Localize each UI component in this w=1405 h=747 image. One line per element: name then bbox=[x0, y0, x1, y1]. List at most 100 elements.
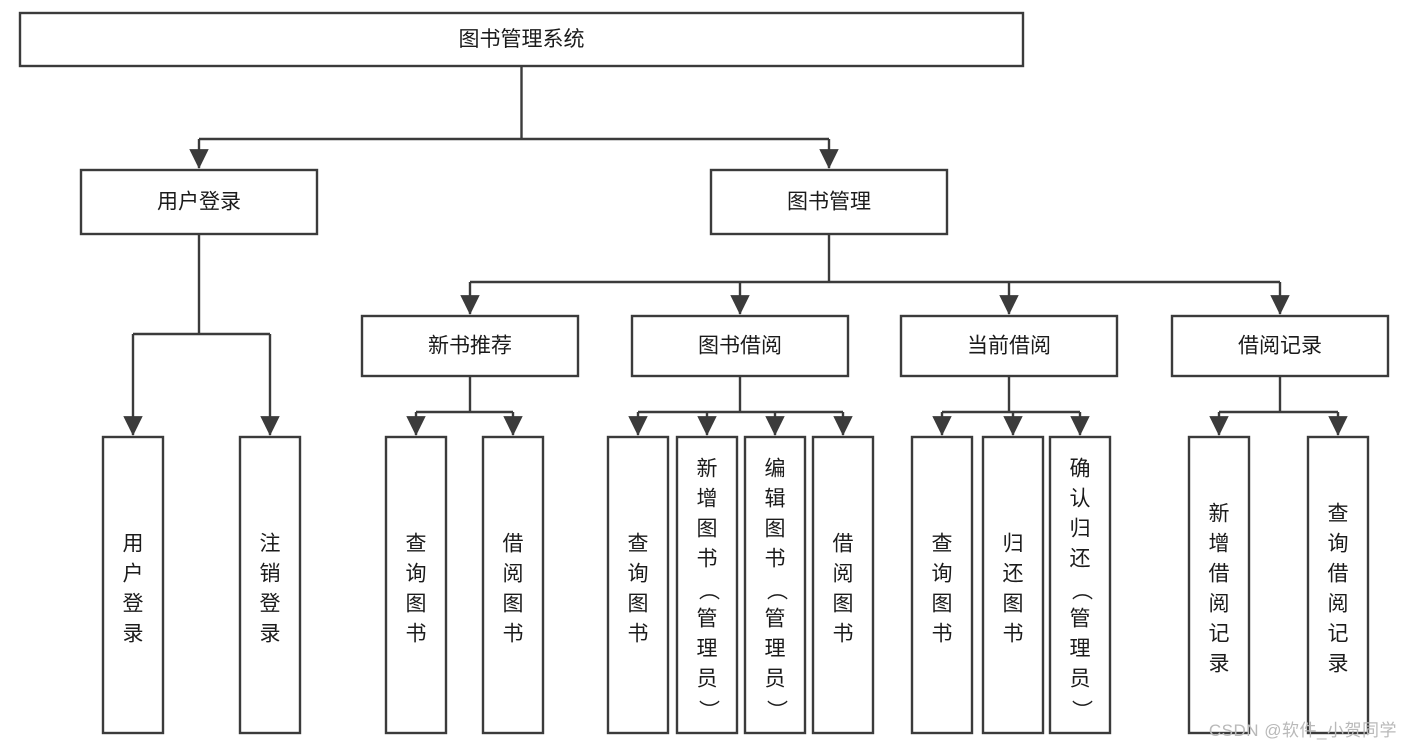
leaf-node-借阅图书-3-rect[interactable] bbox=[481, 435, 545, 735]
leaf-node-编辑图书管理员-6-char: 辑 bbox=[765, 488, 786, 511]
leaf-node-新增图书管理员-5-char: 理 bbox=[697, 638, 718, 661]
leaf-node-查询借阅记录-12-char: 询 bbox=[1328, 533, 1349, 556]
leaf-node-借阅图书-3-char: 借 bbox=[503, 533, 524, 556]
leaf-node-借阅图书-3-char: 阅 bbox=[503, 563, 524, 586]
leaf-node-查询借阅记录-12-char: 借 bbox=[1328, 563, 1349, 586]
level3-node-借阅记录-rect[interactable] bbox=[1170, 314, 1390, 378]
leaf-node-新增借阅记录-11-char: 录 bbox=[1209, 653, 1230, 676]
level3-node-图书借阅-label: 图书借阅 bbox=[698, 335, 782, 358]
leaf-node-用户登录-0[interactable]: 用户登录 bbox=[101, 435, 165, 735]
leaf-node-新增借阅记录-11-char: 阅 bbox=[1209, 593, 1230, 616]
leaf-node-确认归还管理员-10-rect[interactable] bbox=[1048, 435, 1112, 735]
leaf-node-查询图书-2-char: 询 bbox=[406, 563, 427, 586]
leaf-node-确认归还管理员-10-char: 员 bbox=[1070, 668, 1091, 691]
node-layer: 图书管理系统用户登录图书管理新书推荐图书借阅当前借阅借阅记录用户登录注销登录查询… bbox=[18, 11, 1390, 735]
leaf-node-用户登录-0-char: 录 bbox=[123, 623, 144, 646]
leaf-node-编辑图书管理员-6-char: 编 bbox=[765, 458, 786, 481]
leaf-node-确认归还管理员-10-char: 管 bbox=[1070, 608, 1091, 631]
leaf-node-注销登录-1-rect[interactable] bbox=[238, 435, 302, 735]
leaf-node-新增图书管理员-5-char: 增 bbox=[697, 488, 718, 511]
leaf-node-注销登录-1-char: 注 bbox=[260, 533, 281, 556]
root-node-图书管理系统-rect[interactable] bbox=[18, 11, 1025, 68]
leaf-node-查询借阅记录-12-char: 查 bbox=[1328, 503, 1349, 526]
leaf-node-借阅图书-3-char: 书 bbox=[503, 623, 524, 646]
leaf-node-查询图书-8-char: 查 bbox=[932, 533, 953, 556]
leaf-node-查询借阅记录-12-char: 阅 bbox=[1328, 593, 1349, 616]
leaf-node-新增图书管理员-5-char: （ bbox=[696, 580, 719, 601]
leaf-node-新增借阅记录-11-char: 记 bbox=[1209, 623, 1230, 646]
leaf-node-新增借阅记录-11-rect[interactable] bbox=[1187, 435, 1251, 735]
level3-node-图书借阅-rect[interactable] bbox=[630, 314, 850, 378]
leaf-node-确认归还管理员-10-char: 认 bbox=[1070, 488, 1091, 511]
leaf-node-查询图书-8-char: 询 bbox=[932, 563, 953, 586]
leaf-node-查询借阅记录-12-char: 录 bbox=[1328, 653, 1349, 676]
level3-node-借阅记录[interactable]: 借阅记录 bbox=[1170, 314, 1390, 378]
leaf-node-查询图书-2-rect[interactable] bbox=[384, 435, 448, 735]
leaf-node-新增图书管理员-5-char: 新 bbox=[697, 458, 718, 481]
level3-node-当前借阅-label: 当前借阅 bbox=[967, 335, 1051, 358]
level2-node-用户登录[interactable]: 用户登录 bbox=[79, 168, 319, 236]
root-node-图书管理系统[interactable]: 图书管理系统 bbox=[18, 11, 1025, 68]
level2-node-用户登录-label: 用户登录 bbox=[157, 191, 241, 214]
leaf-node-查询图书-8-char: 书 bbox=[932, 623, 953, 646]
leaf-node-新增图书管理员-5-char: 员 bbox=[697, 668, 718, 691]
leaf-node-查询图书-8-rect[interactable] bbox=[910, 435, 974, 735]
leaf-node-借阅图书-7-char: 书 bbox=[833, 623, 854, 646]
leaf-node-归还图书-9-char: 还 bbox=[1003, 563, 1024, 586]
leaf-node-编辑图书管理员-6-char: 图 bbox=[765, 518, 786, 541]
leaf-node-查询图书-8-char: 图 bbox=[932, 593, 953, 616]
leaf-node-借阅图书-7-char: 图 bbox=[833, 593, 854, 616]
leaf-node-查询图书-4-char: 询 bbox=[628, 563, 649, 586]
leaf-node-查询图书-4-char: 查 bbox=[628, 533, 649, 556]
level3-node-图书借阅[interactable]: 图书借阅 bbox=[630, 314, 850, 378]
leaf-node-新增图书管理员-5-char: 管 bbox=[697, 608, 718, 631]
level3-node-当前借阅-rect[interactable] bbox=[899, 314, 1119, 378]
level2-node-图书管理-label: 图书管理 bbox=[787, 191, 871, 214]
leaf-node-查询图书-2-char: 查 bbox=[406, 533, 427, 556]
leaf-node-归还图书-9-char: 图 bbox=[1003, 593, 1024, 616]
leaf-node-编辑图书管理员-6-char: ） bbox=[764, 700, 787, 721]
leaf-node-确认归还管理员-10-char: 理 bbox=[1070, 638, 1091, 661]
leaf-node-查询借阅记录-12-rect[interactable] bbox=[1306, 435, 1370, 735]
level2-node-图书管理-rect[interactable] bbox=[709, 168, 949, 236]
leaf-node-确认归还管理员-10-char: 确 bbox=[1070, 458, 1091, 481]
leaf-node-用户登录-0-char: 用 bbox=[123, 533, 144, 556]
leaf-node-注销登录-1-char: 销 bbox=[260, 563, 281, 586]
leaf-node-查询图书-4-char: 书 bbox=[628, 623, 649, 646]
leaf-node-注销登录-1-char: 录 bbox=[260, 623, 281, 646]
level3-node-新书推荐-rect[interactable] bbox=[360, 314, 580, 378]
leaf-node-编辑图书管理员-6-rect[interactable] bbox=[743, 435, 807, 735]
leaf-node-确认归还管理员-10-char: 还 bbox=[1070, 548, 1091, 571]
leaf-node-用户登录-0-char: 登 bbox=[123, 593, 144, 616]
leaf-node-归还图书-9-rect[interactable] bbox=[981, 435, 1045, 735]
level3-node-当前借阅[interactable]: 当前借阅 bbox=[899, 314, 1119, 378]
level3-node-新书推荐[interactable]: 新书推荐 bbox=[360, 314, 580, 378]
leaf-node-编辑图书管理员-6-char: 员 bbox=[765, 668, 786, 691]
leaf-node-借阅图书-7-rect[interactable] bbox=[811, 435, 875, 735]
level2-node-用户登录-rect[interactable] bbox=[79, 168, 319, 236]
leaf-node-用户登录-0-rect[interactable] bbox=[101, 435, 165, 735]
leaf-node-新增借阅记录-11-char: 新 bbox=[1209, 503, 1230, 526]
level3-node-借阅记录-label: 借阅记录 bbox=[1238, 335, 1322, 358]
leaf-node-查询图书-2-char: 书 bbox=[406, 623, 427, 646]
level2-node-图书管理[interactable]: 图书管理 bbox=[709, 168, 949, 236]
leaf-node-查询图书-4-rect[interactable] bbox=[606, 435, 670, 735]
leaf-node-查询借阅记录-12-char: 记 bbox=[1328, 623, 1349, 646]
leaf-node-新增图书管理员-5-rect[interactable] bbox=[675, 435, 739, 735]
leaf-node-新增借阅记录-11-char: 借 bbox=[1209, 563, 1230, 586]
leaf-node-编辑图书管理员-6-char: 管 bbox=[765, 608, 786, 631]
